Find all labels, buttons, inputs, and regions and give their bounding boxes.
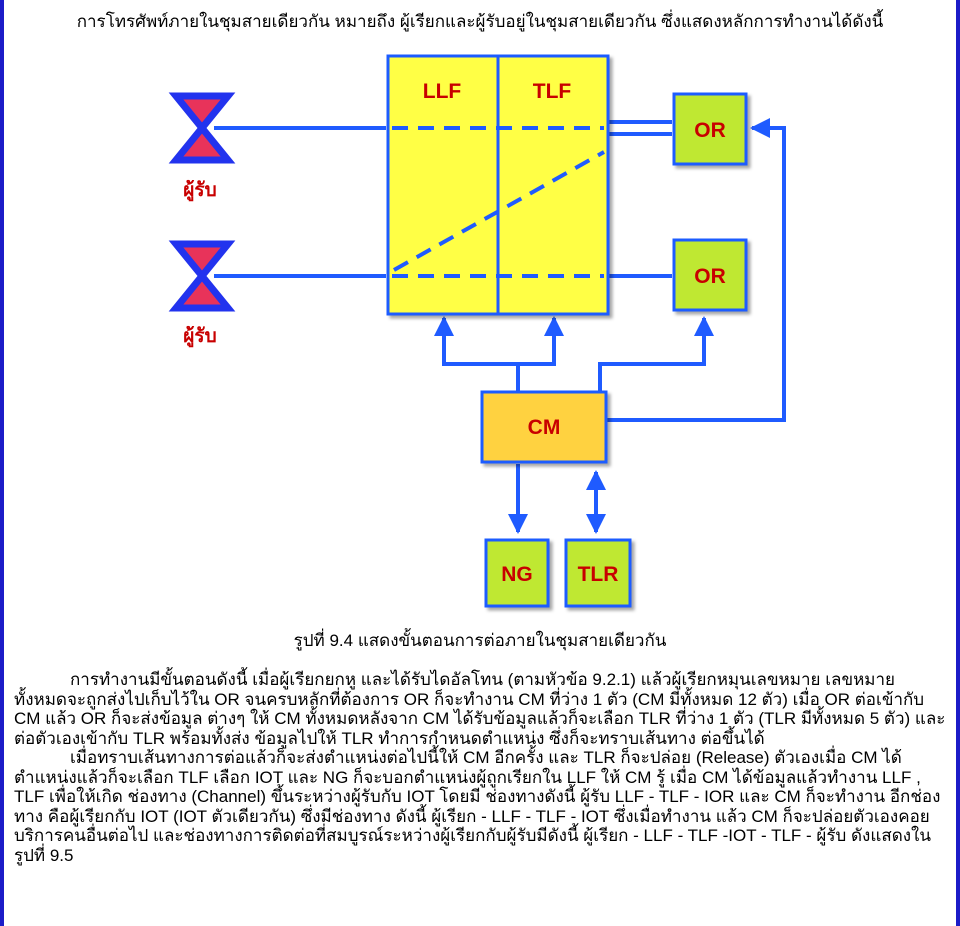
- line-cm-or-top: [604, 118, 786, 422]
- paragraph-1-text: การทำงานมีขั้นตอนดังนี้ เมื่อผู้เรียกยกห…: [14, 670, 946, 748]
- cm-label: CM: [528, 416, 561, 439]
- path-dashed-diagonal: [393, 150, 605, 272]
- cm-box: [480, 390, 608, 464]
- or-top-label: OR: [694, 119, 726, 142]
- or-bottom-label: OR: [694, 265, 726, 288]
- figure-caption: รูปที่ 9.4 แสดงขั้นตอนการต่อภายในชุมสายเ…: [293, 631, 667, 650]
- paragraph-2-text: เมื่อทราบเส้นทางการต่อแล้วก็จะส่งตำแหน่ง…: [14, 748, 941, 865]
- or-bottom-box: [672, 238, 748, 312]
- ng: NG: [484, 538, 550, 608]
- or-top: OR: [672, 92, 748, 166]
- body-text: การทำงานมีขั้นตอนดังนี้ เมื่อผู้เรียกยกห…: [14, 670, 946, 865]
- cm: CM: [480, 390, 608, 464]
- switching-diagram: LLF TLF OR OR CM NG: [168, 54, 786, 608]
- switch-matrix: LLF TLF: [386, 54, 610, 316]
- receiver-top-icon: [168, 92, 236, 164]
- receiver-top-label: ผู้รับ: [183, 179, 216, 202]
- receiver-bottom-label: ผู้รับ: [183, 325, 216, 348]
- tlr: TLR: [564, 538, 632, 608]
- line-cm-or-bottom: [598, 316, 714, 392]
- receiver-bottom-icon: [168, 240, 236, 312]
- tlr-box: [564, 538, 632, 608]
- or-bottom: OR: [672, 238, 748, 312]
- or-top-box: [672, 92, 748, 166]
- line-cm-tlf: [518, 316, 564, 366]
- paragraph-1: การทำงานมีขั้นตอนดังนี้ เมื่อผู้เรียกยกห…: [14, 670, 946, 748]
- connection-lines: [214, 118, 786, 534]
- tlf-label: TLF: [533, 80, 572, 103]
- line-cm-llf: [434, 316, 520, 392]
- ng-box: [484, 538, 550, 608]
- paragraph-2: เมื่อทราบเส้นทางการต่อแล้วก็จะส่งตำแหน่ง…: [14, 748, 946, 865]
- ng-label: NG: [501, 563, 533, 586]
- llf-label: LLF: [423, 80, 462, 103]
- tlr-label: TLR: [578, 563, 619, 586]
- intro-text: การโทรศัพท์ภายในชุมสายเดียวกัน หมายถึง ผ…: [76, 12, 884, 31]
